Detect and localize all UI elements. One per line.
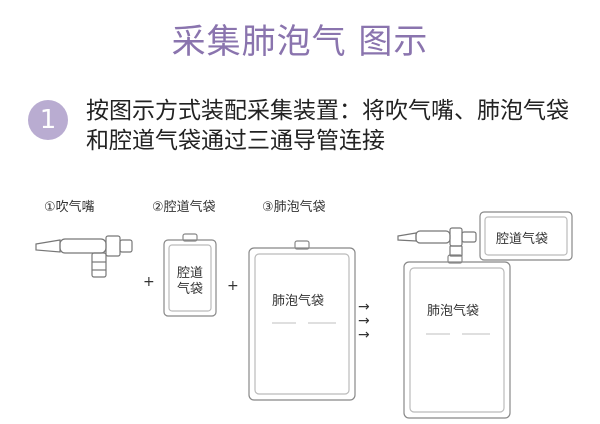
assembled-cavity-bag-label: 腔道气袋	[496, 232, 549, 247]
cavity-bag-label-1: 腔道	[177, 266, 204, 281]
plus-sign-1: +	[143, 274, 155, 290]
cavity-bag-label-2: 气袋	[177, 282, 204, 297]
assembled-alveolar-bag-label: 肺泡气袋	[427, 304, 480, 319]
cavity-bag-icon	[163, 233, 217, 317]
assembled-alveolar-bag-icon	[403, 254, 511, 419]
alveolar-bag-icon	[248, 240, 356, 401]
label-cavity-bag: ②腔道气袋	[152, 200, 216, 215]
assembly-arrows: → → →	[358, 299, 370, 343]
step-number-badge: 1	[28, 100, 68, 140]
mouthpiece-icon	[35, 235, 133, 278]
label-mouthpiece: ①吹气嘴	[44, 200, 95, 215]
assembled-cavity-bag-icon	[479, 211, 573, 261]
assembled-tee-connector-icon	[397, 227, 477, 257]
plus-sign-2: +	[227, 278, 239, 294]
alveolar-bag-label: 肺泡气袋	[272, 294, 325, 309]
page-title: 采集肺泡气 图示	[171, 22, 429, 62]
step-instruction: 按图示方式装配采集装置：将吹气嘴、肺泡气袋和腔道气袋通过三通导管连接	[86, 98, 569, 154]
label-alveolar-bag: ③肺泡气袋	[262, 200, 326, 215]
